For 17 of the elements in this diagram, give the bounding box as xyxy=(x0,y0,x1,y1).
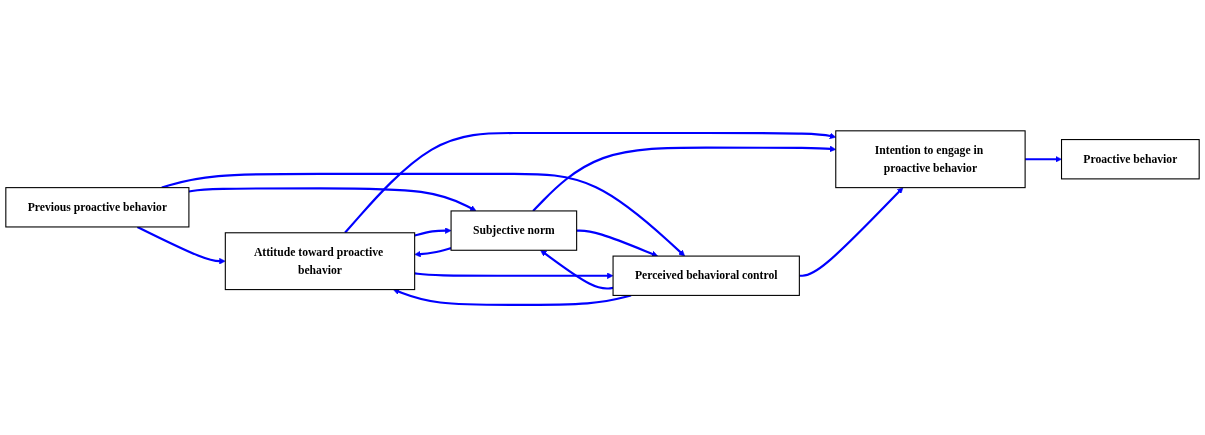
arrow xyxy=(799,187,904,277)
node-box: Proactive behavior xyxy=(1060,138,1200,180)
node-box: Subjective norm xyxy=(450,210,578,251)
node-box: Previous proactive behavior xyxy=(5,186,190,228)
arrow xyxy=(188,186,477,211)
arrow xyxy=(414,246,452,257)
node-box: Perceived behavioral control xyxy=(612,255,800,296)
node-box: Intention to engage in proactive behavior xyxy=(835,129,1026,188)
arrow xyxy=(414,227,452,237)
arrow xyxy=(136,225,226,265)
arrow xyxy=(576,229,658,257)
arrow xyxy=(161,172,685,256)
arrow xyxy=(1025,155,1062,163)
node-box: Attitude toward proactive behavior xyxy=(224,231,416,290)
arrow xyxy=(540,249,614,290)
arrow xyxy=(414,271,614,279)
arrow xyxy=(393,288,632,306)
